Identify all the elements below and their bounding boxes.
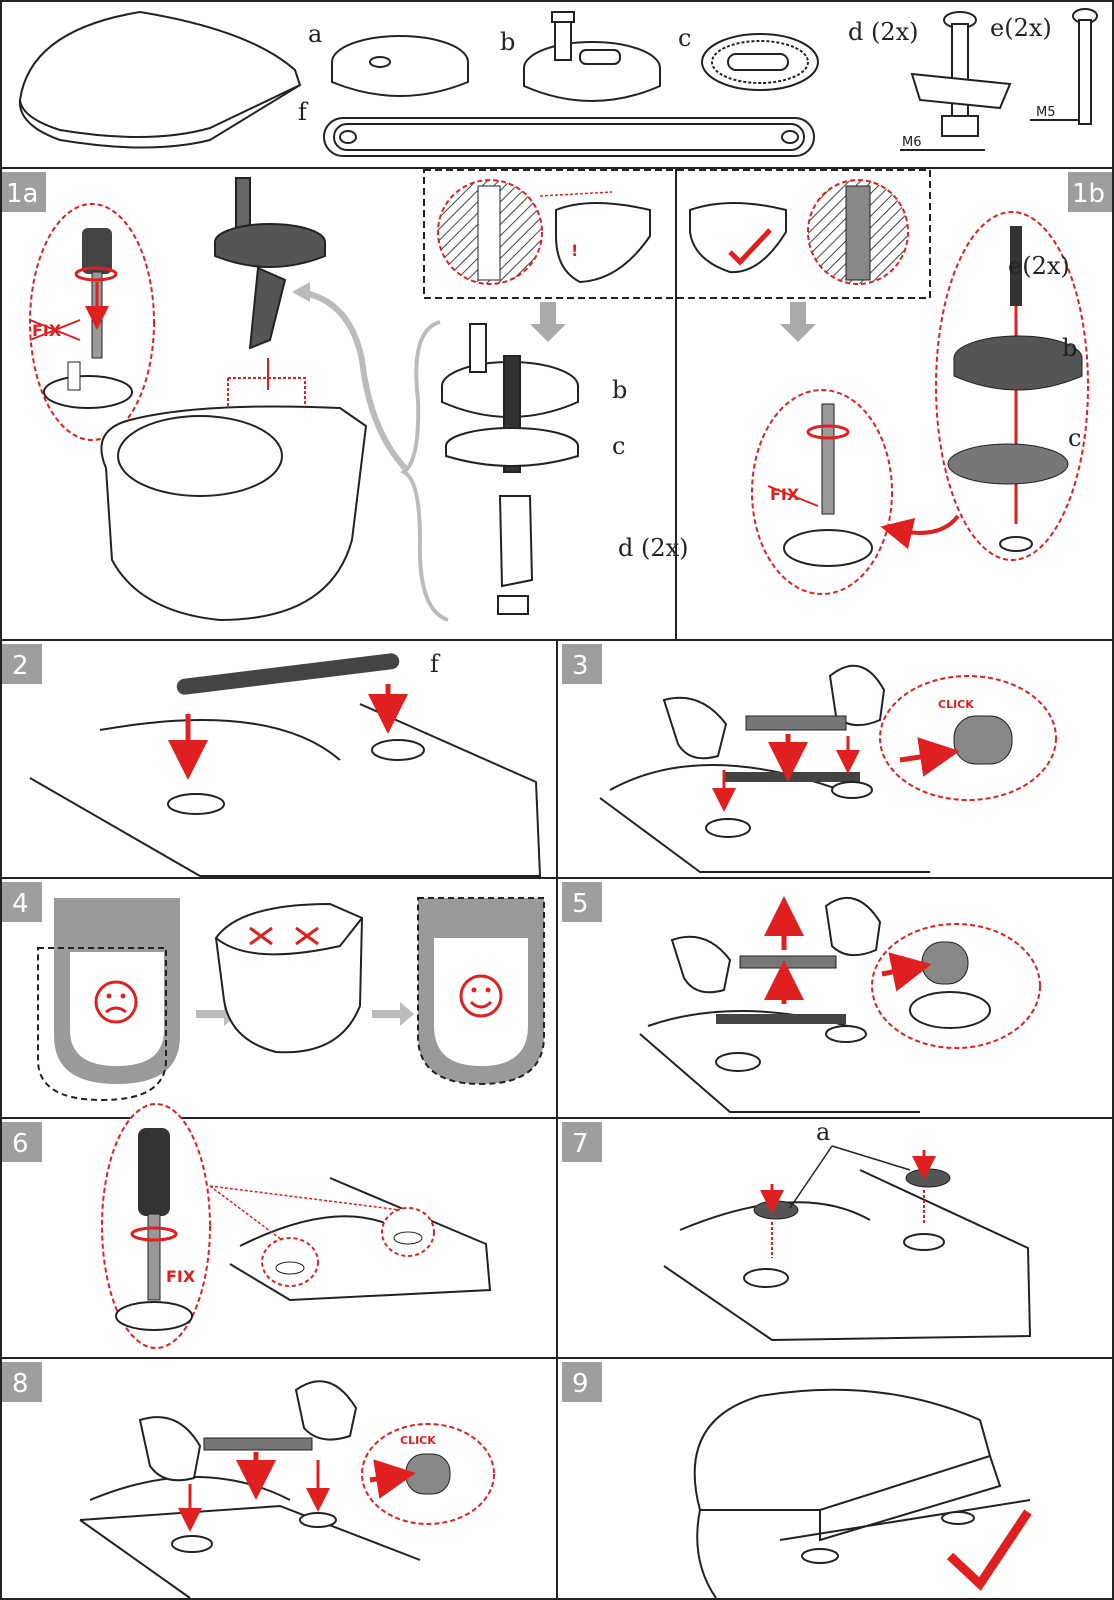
step-8-number: 8 <box>12 1369 29 1399</box>
click-label-3: CLICK <box>938 698 974 711</box>
seat-lid-illustration <box>18 10 302 149</box>
step-1a-panel: 1a FIX z z <box>2 169 931 622</box>
part-b-base <box>523 11 661 102</box>
compare-box <box>423 169 931 299</box>
part-d-bolt-anchor <box>900 11 1012 151</box>
warning-exclaim: ! <box>571 241 578 260</box>
part-a-label: a <box>308 20 322 48</box>
parts-panel: a b c d (2x) M6 <box>18 8 1098 157</box>
seat-lid-final <box>693 1388 992 1511</box>
checkmark-icon <box>728 228 772 266</box>
toilet-bowl-1a <box>100 405 368 622</box>
label-a-7: a <box>816 1118 830 1146</box>
correct-hole-inset <box>689 179 909 285</box>
part-b-label: b <box>500 28 515 56</box>
step-3-panel: 3 CLICK <box>562 644 1057 873</box>
checkmark-icon-final <box>946 1509 1032 1591</box>
step-1b-panel: 1b e(2x) b c FIX <box>689 172 1112 595</box>
label-c-1a: c <box>612 432 625 460</box>
screwdriver-icon-6 <box>138 1128 170 1301</box>
bar-f-2 <box>176 653 400 695</box>
fix-inset-6: FIX <box>101 1103 211 1349</box>
step-1b-number: 1b <box>1072 179 1105 209</box>
sad-face-icon <box>94 980 138 1024</box>
bolt-assembly-1a <box>214 177 326 350</box>
step-7-number: 7 <box>572 1129 589 1159</box>
click-inset-3: CLICK <box>879 675 1057 801</box>
smiley-face-icon <box>459 974 503 1018</box>
part-c-washer <box>701 33 819 91</box>
step-6-panel: 6 FIX <box>2 1103 492 1349</box>
step-8-panel: 8 CLICK <box>2 1362 495 1599</box>
part-d-label: d (2x) <box>848 18 919 46</box>
exploded-parts-1a <box>441 323 579 615</box>
step-2-panel: 2 f <box>2 644 542 877</box>
label-d-1a: d (2x) <box>618 534 689 562</box>
m5-label: M5 <box>1036 105 1056 120</box>
step-5-panel: 5 <box>562 882 1041 1113</box>
click-inset-5 <box>871 923 1041 1049</box>
label-e-1b: e(2x) <box>1008 252 1070 280</box>
part-e-label: e(2x) <box>990 14 1052 42</box>
part-f-label: f <box>298 98 309 126</box>
m6-label: M6 <box>902 135 922 150</box>
wrong-seat-position <box>37 898 180 1102</box>
click-inset-8: CLICK <box>361 1423 495 1525</box>
step-2-number: 2 <box>12 651 29 681</box>
label-b-1b: b <box>1062 334 1077 362</box>
part-a-cap <box>331 35 469 97</box>
step-9-number: 9 <box>572 1369 589 1399</box>
label-b-1a: b <box>612 376 627 404</box>
step-4-panel: 4 <box>2 882 545 1102</box>
part-e-screw <box>1030 8 1098 125</box>
label-c-1b: c <box>1068 424 1081 452</box>
fix-inset-1a: FIX <box>29 203 155 441</box>
step-7-panel: 7 a <box>562 1118 1032 1342</box>
hand-icon-8 <box>138 1380 358 1482</box>
step-3-number: 3 <box>572 651 589 681</box>
click-label-8: CLICK <box>400 1434 436 1447</box>
exploded-parts-1b <box>935 211 1089 561</box>
step-6-number: 6 <box>12 1129 29 1159</box>
toilet-seat-closed-4 <box>214 902 364 1054</box>
fix-label-6: FIX <box>166 1267 196 1286</box>
label-f-2: f <box>430 650 441 678</box>
fix-inset-1b: FIX <box>751 389 893 595</box>
correct-seat-position <box>417 897 545 1086</box>
hand-icon <box>662 664 886 760</box>
step-1a-number: 1a <box>6 179 38 209</box>
step-9-panel: 9 <box>562 1362 1032 1599</box>
step-5-number: 5 <box>572 889 589 919</box>
part-f-bar <box>323 117 815 157</box>
step-4-number: 4 <box>12 889 29 919</box>
wrong-hole-inset: ! <box>437 179 651 285</box>
part-c-label: c <box>678 24 691 52</box>
hand-icon-5 <box>670 897 882 994</box>
